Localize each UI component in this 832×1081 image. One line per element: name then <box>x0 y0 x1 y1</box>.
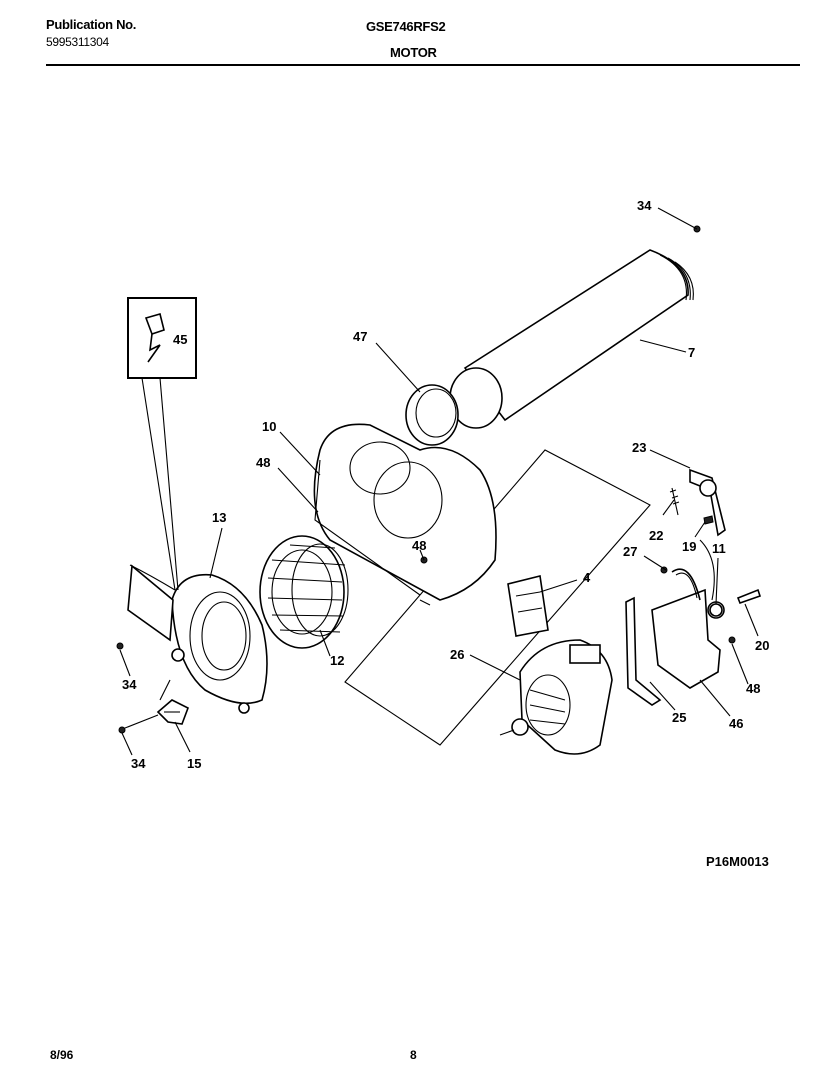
callout-19: 19 <box>682 539 696 554</box>
section-title: MOTOR <box>390 45 437 60</box>
callout-48-center: 48 <box>412 538 426 553</box>
callout-46: 46 <box>729 716 743 731</box>
part-25-46-bracket <box>625 539 725 706</box>
publication-number: 5995311304 <box>46 35 109 49</box>
part-15-bracket <box>119 679 190 731</box>
part-13-housing-cover <box>127 564 268 714</box>
part-12-blower-wheel <box>259 535 349 649</box>
callout-7: 7 <box>688 345 695 360</box>
part-47-seal <box>405 384 459 446</box>
callout-34-left: 34 <box>122 677 137 692</box>
callout-23: 23 <box>632 440 646 455</box>
callout-11: 11 <box>712 541 726 556</box>
callout-45: 45 <box>173 332 187 347</box>
header-rule <box>46 64 800 66</box>
part-26-motor <box>499 639 613 755</box>
figure-code: P16M0013 <box>706 854 769 869</box>
callout-26: 26 <box>450 647 464 662</box>
model-number: GSE746RFS2 <box>366 19 446 34</box>
callout-47: 47 <box>353 329 367 344</box>
part-45-inset <box>127 297 197 591</box>
callout-4: 4 <box>583 570 591 585</box>
callout-10: 10 <box>262 419 276 434</box>
footer-page: 8 <box>410 1048 417 1062</box>
callout-20: 20 <box>755 638 769 653</box>
callout-34-top: 34 <box>637 198 652 213</box>
publication-label: Publication No. <box>46 17 137 32</box>
callout-22: 22 <box>649 528 663 543</box>
callout-34-bottom: 34 <box>131 756 146 771</box>
screw-34-left <box>116 642 124 650</box>
small-parts-group <box>420 468 762 644</box>
callout-15: 15 <box>187 756 201 771</box>
callout-25: 25 <box>672 710 686 725</box>
footer-date: 8/96 <box>50 1048 74 1062</box>
callout-13: 13 <box>212 510 226 525</box>
callout-48-bracket: 48 <box>746 681 760 696</box>
part-10-blower-housing <box>313 423 497 606</box>
part-7-duct <box>449 249 694 429</box>
part-4-motor-mount <box>507 575 549 637</box>
callout-27: 27 <box>623 544 637 559</box>
callout-48-housing: 48 <box>256 455 270 470</box>
callout-12: 12 <box>330 653 344 668</box>
leader-lines <box>119 207 759 756</box>
screw-34-bottom <box>118 726 126 734</box>
